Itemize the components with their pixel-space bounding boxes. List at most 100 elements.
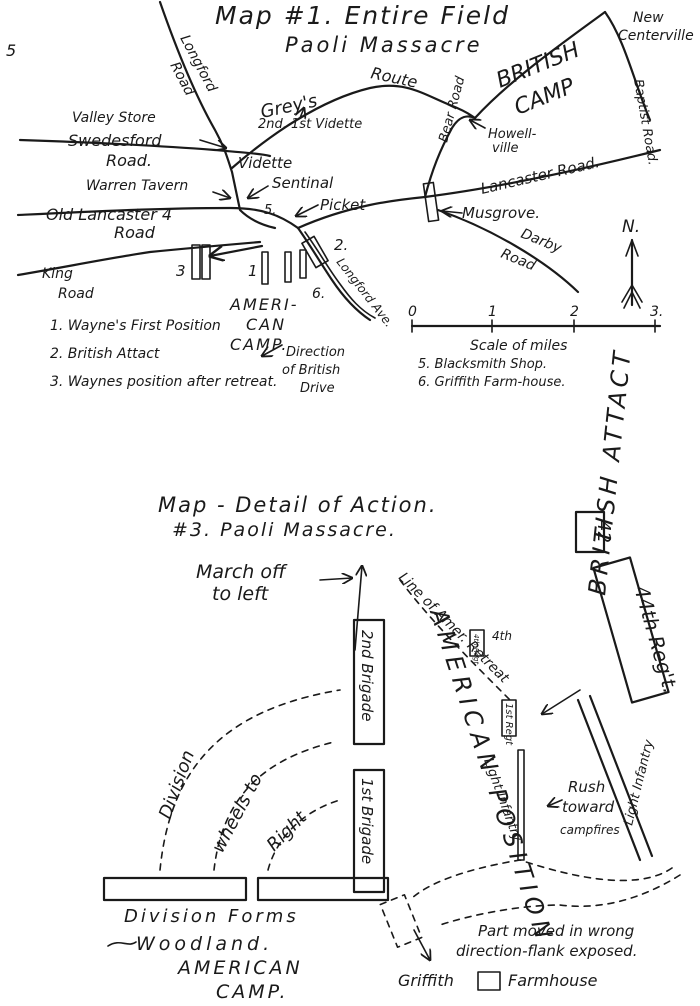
- woodland-edge: [107, 941, 137, 947]
- division-wheel-inner: [213, 741, 335, 871]
- flank-dashed-curve-2: [439, 874, 681, 926]
- regt-42-label: 42: [593, 520, 614, 543]
- old-lancaster-road-label: Road: [114, 223, 156, 242]
- right-label: Right: [263, 807, 312, 856]
- division-wheel-right: [267, 799, 341, 871]
- king-road-line: [16, 240, 262, 277]
- direction-label-2: of British: [282, 363, 340, 378]
- longford-ave-line: [296, 226, 372, 322]
- position-1-label: 1: [248, 262, 258, 280]
- wheels-to-label: wheels to: [208, 770, 267, 856]
- american-camp-label-3: CAMP.: [230, 335, 288, 354]
- scale-note-5: 5. Blacksmith Shop.: [418, 357, 547, 372]
- american-camp-label-2: CAN: [246, 315, 286, 334]
- north-label: N.: [622, 217, 640, 237]
- old-lancaster-label: Old Lancaster 4: [46, 205, 172, 224]
- scale-tick-3: 3.: [650, 304, 663, 320]
- march-label-2: to left: [212, 583, 270, 605]
- retreat-arrow-line: [210, 244, 264, 256]
- regt-44-box: [592, 556, 670, 704]
- longford-ave-label: Longford Ave.: [334, 255, 397, 330]
- legend-item-2: 2. British Attact: [50, 346, 160, 362]
- blacksmith-number-label: 5.: [264, 203, 276, 218]
- american-camp-label-1: AMERICAN: [176, 957, 303, 979]
- second-brigade-label: 2nd Brigade: [358, 630, 376, 721]
- british-camp-boundary-1: [473, 10, 607, 120]
- rush-label-2: toward: [562, 798, 615, 816]
- british-camp-boundary-2: [603, 10, 652, 122]
- warren-tavern-label: Warren Tavern: [86, 178, 188, 194]
- flank-dashed-curve: [409, 859, 673, 901]
- regt-4th-label: 4th: [492, 629, 512, 643]
- legend-item-1: 1. Wayne's First Position: [50, 318, 221, 334]
- darby-road-line: [436, 208, 580, 294]
- regt-1st-box: [501, 699, 517, 737]
- vidette-arrow: [199, 139, 226, 148]
- farmhouse-box: [477, 971, 501, 991]
- musgrove-arrow: [442, 211, 463, 213]
- regt-4th-box: [469, 629, 485, 657]
- greys-route-line: [230, 84, 477, 170]
- division-forms-label: Division Forms: [124, 906, 299, 927]
- darby-road-label-2: Road: [499, 246, 538, 274]
- wayne-retreat-position-3: [191, 244, 201, 280]
- warren-arrow: [212, 192, 230, 198]
- map3-title-1: Map - Detail of Action.: [158, 493, 438, 517]
- second-vidette-label: 2nd. 1st Vidette: [258, 117, 362, 132]
- legend-item-3: 3. Waynes position after retreat.: [50, 374, 277, 390]
- retreat-dashed-line: [399, 579, 511, 701]
- page-mark: 5: [6, 41, 16, 60]
- scale-label: Scale of miles: [470, 338, 567, 354]
- griffith-label: Griffith: [398, 971, 454, 990]
- scale-tick-2: 2: [570, 304, 579, 320]
- position-2-label: 2.: [334, 236, 348, 254]
- rush-label-1: Rush: [568, 778, 605, 796]
- direction-arrow: [262, 344, 283, 356]
- lancaster-road-label: Lancaster Road.: [479, 153, 601, 198]
- sentinal-label: Sentinal: [272, 174, 334, 192]
- woodland-label: Woodland.: [136, 933, 273, 955]
- second-brigade-box: [352, 618, 386, 746]
- picket-label: Picket: [320, 196, 366, 214]
- regt-44-label: 44th Reg't.: [629, 583, 683, 696]
- division-forms-box-2: [256, 876, 390, 902]
- king-road-label-2: Road: [58, 286, 94, 302]
- division-wheel-outer: [159, 689, 341, 871]
- division-forms-box-1: [102, 876, 248, 902]
- first-brigade-box: [352, 768, 386, 894]
- regt-1st-label: 1st Regt: [503, 703, 514, 746]
- first-brigade-label: 1st Brigade: [358, 778, 376, 864]
- american-camp-label-2: CAMP.: [216, 981, 289, 1003]
- march-arrow: [319, 578, 352, 580]
- british-left-arrow: [542, 689, 581, 714]
- musgrove-label: Musgrove.: [462, 204, 540, 222]
- new-centerville-label-1: New: [633, 10, 664, 26]
- baptist-road-label: Baptist Road.: [630, 78, 660, 166]
- moved-part-dashed-box: [379, 894, 423, 948]
- old-lancaster-road-line: [16, 206, 300, 230]
- division-label: Division: [155, 748, 199, 822]
- american-camp-label-1: AMERI-: [229, 295, 298, 314]
- scale-note-6: 6. Griffith Farm-house.: [418, 375, 566, 390]
- swedesford-label-1: Swedesford: [68, 131, 162, 150]
- bear-road-label: Bear Road: [436, 74, 468, 144]
- farmhouse-label: Farmhouse: [508, 971, 598, 990]
- vidette-2nd-arrow: [300, 108, 304, 118]
- position-6-label: 6.: [312, 286, 325, 302]
- regt-42-box: [574, 510, 606, 554]
- scale-bar: 0 1 2 3. Scale of miles 5. Blacksmith Sh…: [408, 304, 663, 390]
- direction-label-3: Drive: [300, 381, 335, 396]
- wayne-retreat-position-3b: [201, 244, 211, 280]
- british-infantry-line-1: [576, 698, 642, 862]
- swedesford-label-2: Road.: [106, 151, 152, 170]
- map3-title-2: #3. Paoli Massacre.: [172, 519, 397, 541]
- sentinal-arrow: [248, 185, 269, 198]
- wayne-first-position-1a: [261, 251, 269, 285]
- scale-tick-0: 0: [408, 304, 417, 320]
- british-attact-label: BRITISH ATTACT: [583, 347, 637, 597]
- wayne-first-position-1b: [284, 251, 292, 283]
- position-3-label: 3: [176, 262, 186, 280]
- howellville-arrow: [470, 120, 486, 128]
